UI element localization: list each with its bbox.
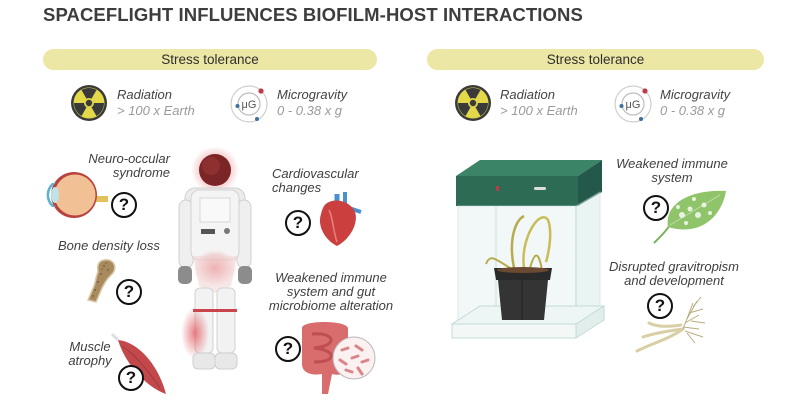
question-marker: ? bbox=[647, 293, 673, 319]
radiation-value-right: > 100 x Earth bbox=[500, 103, 578, 118]
radiation-label-right: Radiation bbox=[500, 87, 555, 102]
roots-icon bbox=[633, 293, 708, 358]
muscle-icon bbox=[108, 330, 170, 398]
gravitropism-label: Disrupted gravitropism and development bbox=[608, 259, 740, 288]
question-marker: ? bbox=[118, 365, 144, 391]
microgravity-icon: μG bbox=[228, 83, 270, 125]
astronaut-figure bbox=[175, 148, 255, 373]
muscle-atrophy-label: Muscle atrophy bbox=[68, 339, 112, 368]
eye-icon bbox=[44, 170, 110, 220]
microgravity-icon: μG bbox=[612, 83, 654, 125]
cardiovascular-label: Cardiovascular changes bbox=[272, 166, 359, 195]
neuro-occular-label: Neuro-occular syndrome bbox=[88, 151, 170, 180]
question-marker: ? bbox=[116, 279, 142, 305]
microgravity-label-left: Microgravity bbox=[277, 87, 348, 102]
radiation-icon bbox=[454, 84, 492, 122]
gut-microbiome-label: Weakened immune system and gut microbiom… bbox=[268, 270, 394, 313]
stress-tolerance-banner-right: Stress tolerance bbox=[427, 49, 764, 70]
microgravity-value-right: 0 - 0.38 x g bbox=[660, 103, 726, 118]
question-marker: ? bbox=[643, 195, 669, 221]
question-marker: ? bbox=[285, 210, 311, 236]
plant-immune-label: Weakened immune system bbox=[616, 156, 728, 185]
svg-text:μG: μG bbox=[626, 99, 641, 111]
question-marker: ? bbox=[275, 336, 301, 362]
bone-density-label: Bone density loss bbox=[58, 238, 160, 253]
figure-title: SPACEFLIGHT INFLUENCES BIOFILM-HOST INTE… bbox=[43, 4, 583, 25]
radiation-label-left: Radiation bbox=[117, 87, 172, 102]
radiation-value-left: > 100 x Earth bbox=[117, 103, 195, 118]
plant-growth-chamber bbox=[450, 158, 605, 343]
question-marker: ? bbox=[111, 192, 137, 218]
microgravity-value-left: 0 - 0.38 x g bbox=[277, 103, 343, 118]
svg-text:μG: μG bbox=[242, 99, 257, 111]
stress-tolerance-banner-left: Stress tolerance bbox=[43, 49, 377, 70]
heart-icon bbox=[315, 188, 365, 248]
microgravity-label-right: Microgravity bbox=[660, 87, 731, 102]
intestine-icon bbox=[296, 318, 356, 396]
radiation-icon bbox=[70, 84, 108, 122]
microbiome-bacteria-icon bbox=[332, 336, 376, 380]
bone-icon bbox=[82, 258, 118, 304]
leaf-icon bbox=[652, 185, 730, 245]
